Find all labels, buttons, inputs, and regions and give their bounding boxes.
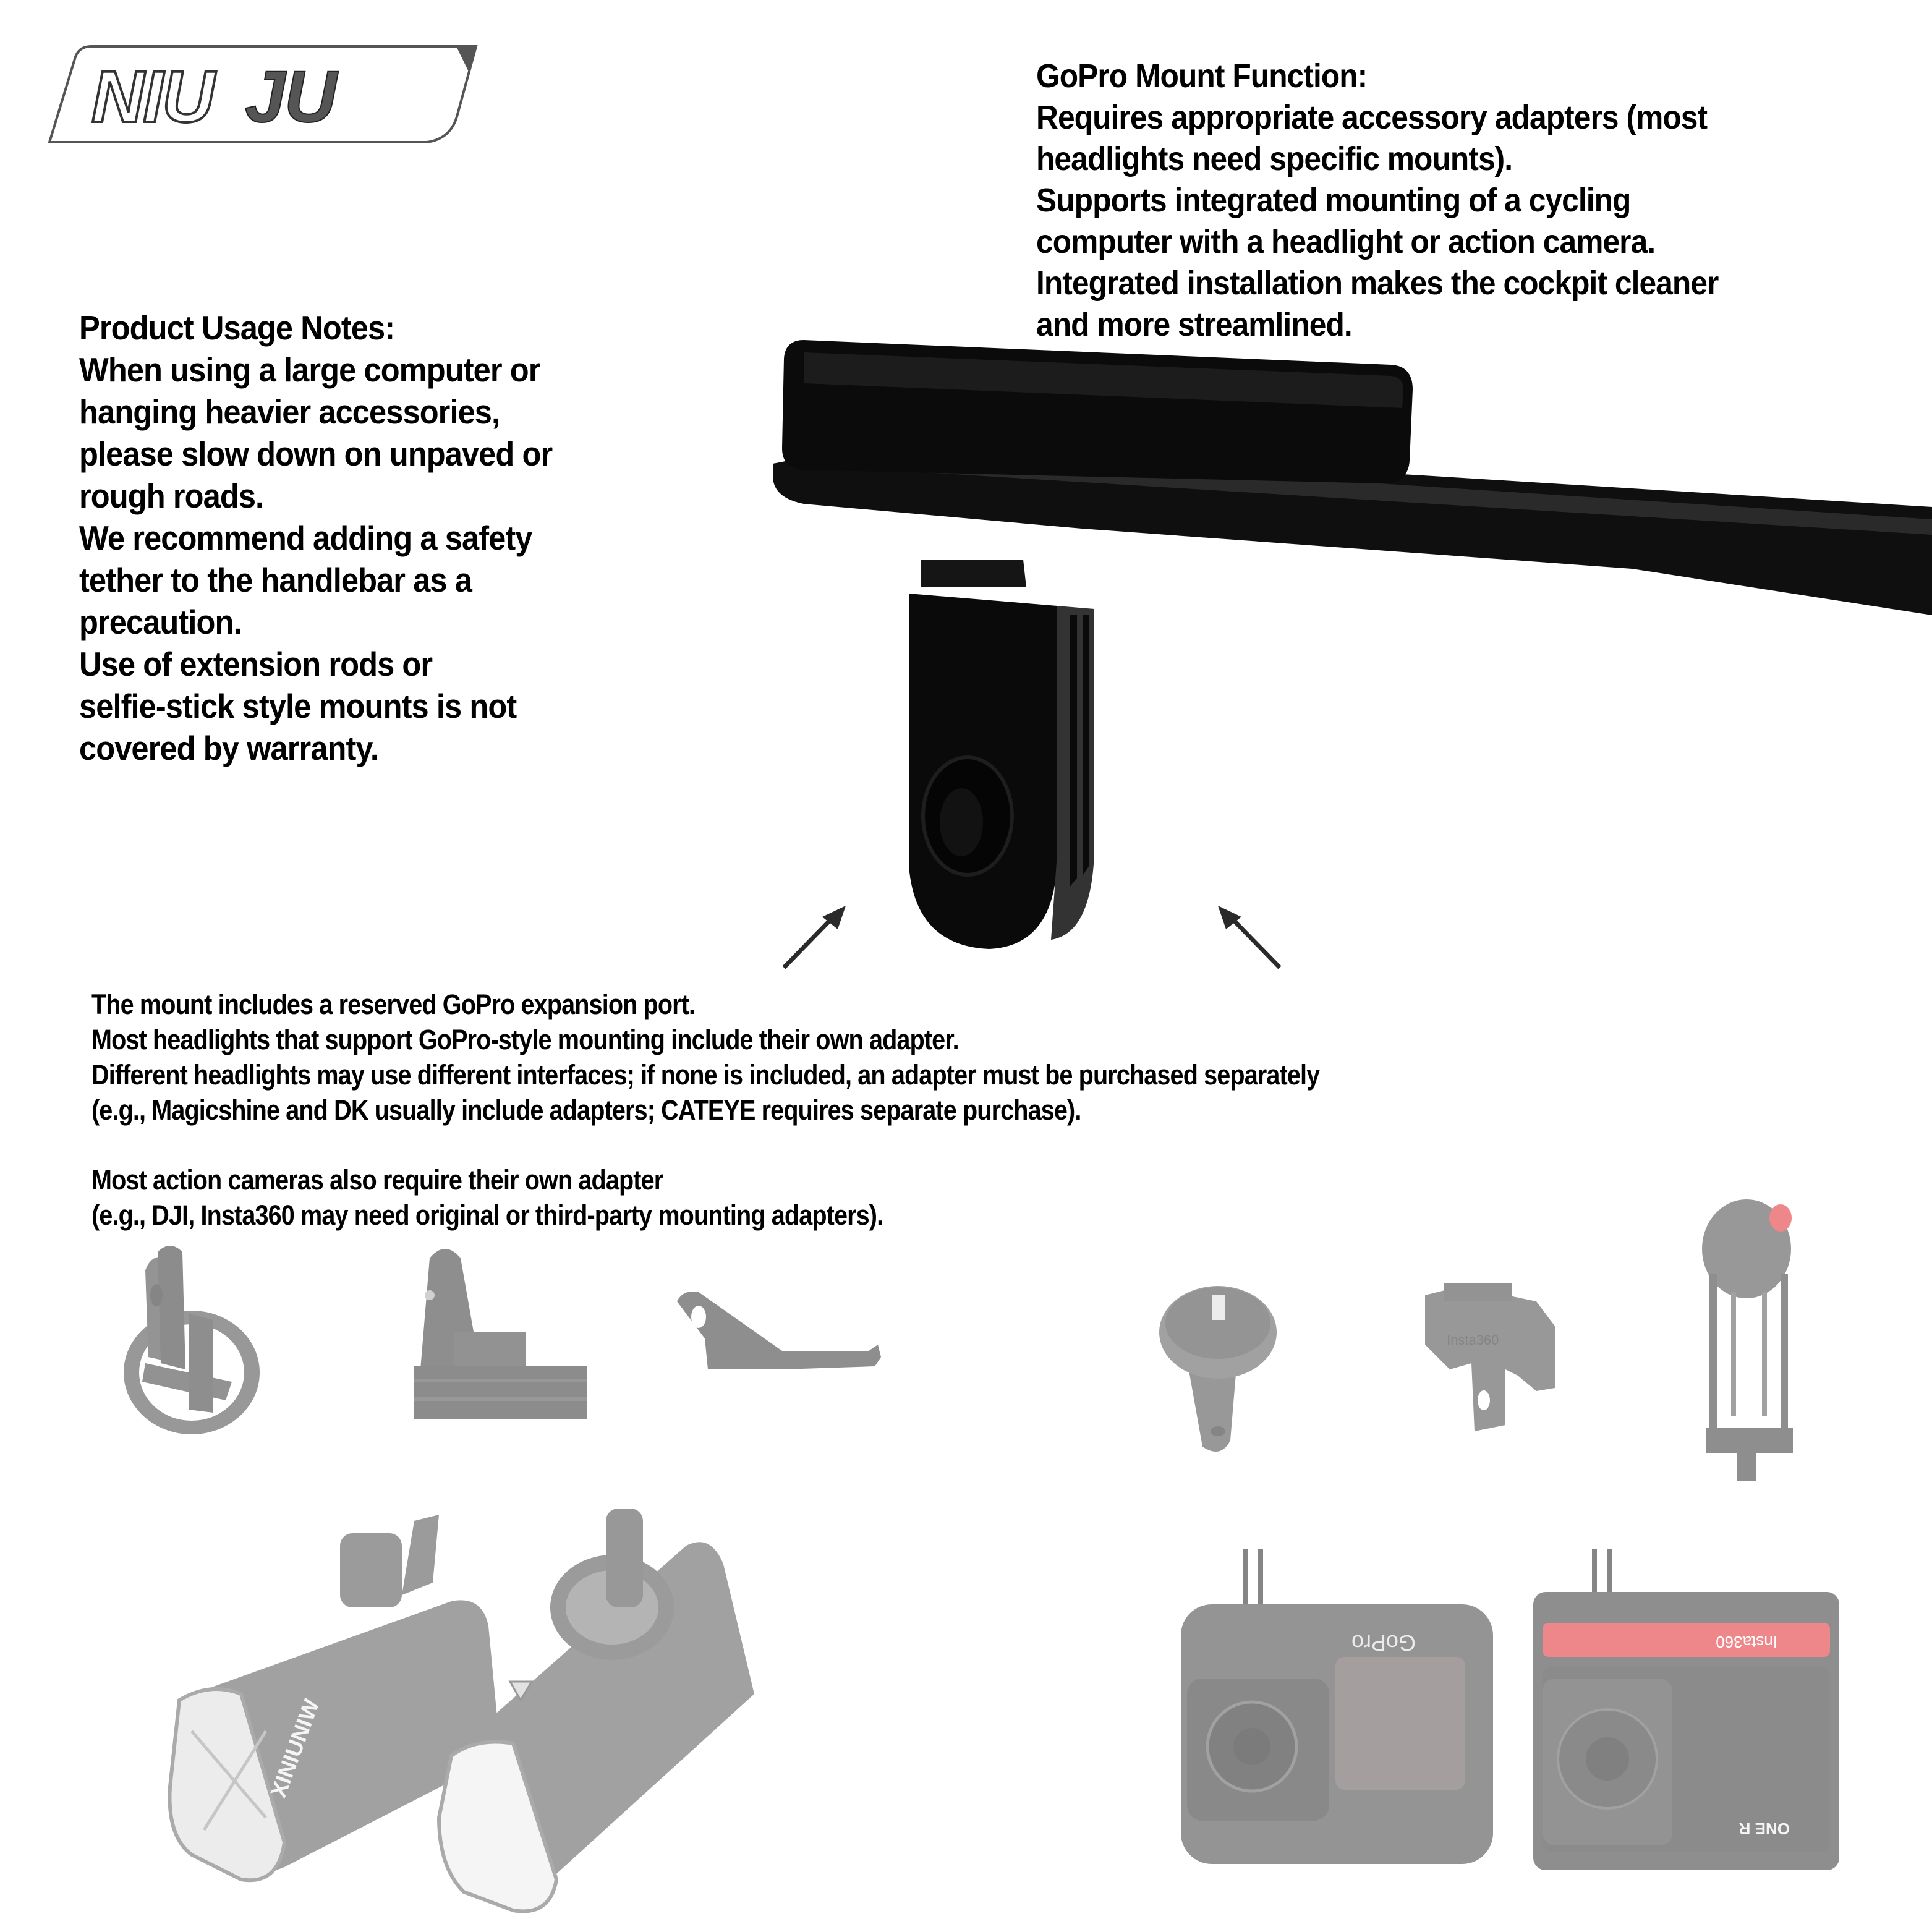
usage-note-line: precaution. xyxy=(79,603,242,641)
action-cameras-block: Most action cameras also require their o… xyxy=(91,1162,991,1233)
tripod-screw-gopro-adapter-image xyxy=(1150,1274,1286,1459)
expansion-port-line: Most headlights that support GoPro-style… xyxy=(91,1024,960,1055)
arrow-left-icon xyxy=(779,906,853,974)
expansion-port-block: The mount includes a reserved GoPro expa… xyxy=(91,987,1487,1128)
usage-note-line: please slow down on unpaved or xyxy=(79,435,553,473)
usage-note-line: hanging heavier accessories, xyxy=(79,393,500,431)
one-r-label: ONE R xyxy=(1738,1819,1790,1838)
gopro-camera-image: GoPro xyxy=(1178,1543,1499,1876)
round-computer-gopro-adapter-image xyxy=(121,1240,263,1437)
usage-note-line: When using a large computer or xyxy=(79,351,540,389)
expansion-port-line: (e.g., Magicshine and DK usually include… xyxy=(91,1094,1081,1126)
gopro-function-block: GoPro Mount Function: Requires appropria… xyxy=(1036,56,1777,346)
gopro-function-line: headlights need specific mounts). xyxy=(1036,140,1513,177)
usage-note-line: tether to the handlebar as a xyxy=(79,561,472,599)
action-cameras-line: (e.g., DJI, Insta360 may need original o… xyxy=(91,1199,883,1231)
insta360-camera-image: Insta360 ONE R xyxy=(1530,1543,1852,1876)
expansion-port-line: Different headlights may use different i… xyxy=(91,1059,1320,1091)
logo-text-niu: NIU xyxy=(90,56,216,138)
brand-logo: NIU JU xyxy=(43,43,488,148)
expansion-port-line: The mount includes a reserved GoPro expa… xyxy=(91,989,696,1020)
gopro-label: GoPro xyxy=(1351,1630,1416,1656)
insta360-mount-label: Insta360 xyxy=(1447,1332,1499,1348)
cateye-bracket-adapter-image xyxy=(671,1289,887,1394)
gopro-function-line: Integrated installation makes the cockpi… xyxy=(1036,265,1719,302)
logo-frame-icon xyxy=(48,45,478,143)
arrow-right-icon xyxy=(1212,906,1286,974)
gopro-function-title: GoPro Mount Function: xyxy=(1036,57,1368,95)
gopro-function-line: Requires appropriate accessory adapters … xyxy=(1036,99,1708,136)
usage-notes-block: Product Usage Notes: When using a large … xyxy=(79,307,594,769)
gopro-function-line: Supports integrated mounting of a cyclin… xyxy=(1036,182,1631,219)
insta360-quick-release-mount-image: Insta360 xyxy=(1413,1277,1561,1450)
action-cameras-line: Most action cameras also require their o… xyxy=(91,1164,663,1196)
main-product-mount-image xyxy=(736,321,1932,1002)
insta360-camera-label: Insta360 xyxy=(1716,1633,1777,1651)
usage-note-line: rough roads. xyxy=(79,477,264,515)
usage-note-line: Use of extension rods or xyxy=(79,645,433,683)
usage-note-line: We recommend adding a safety xyxy=(79,519,532,557)
insta360-cage-frame-image xyxy=(1700,1193,1805,1484)
usage-note-line: selfie-stick style mounts is not xyxy=(79,687,517,725)
gopro-function-line: and more streamlined. xyxy=(1036,306,1353,343)
gopro-function-line: computer with a headlight or action came… xyxy=(1036,223,1656,260)
headlights-with-adapters-image: XINIUNIW xyxy=(155,1496,773,1917)
usage-note-line: covered by warranty. xyxy=(79,729,379,767)
logo-text-ju: JU xyxy=(244,56,338,138)
gopro-rail-adapter-image xyxy=(411,1240,597,1425)
usage-notes-title: Product Usage Notes: xyxy=(79,309,395,347)
